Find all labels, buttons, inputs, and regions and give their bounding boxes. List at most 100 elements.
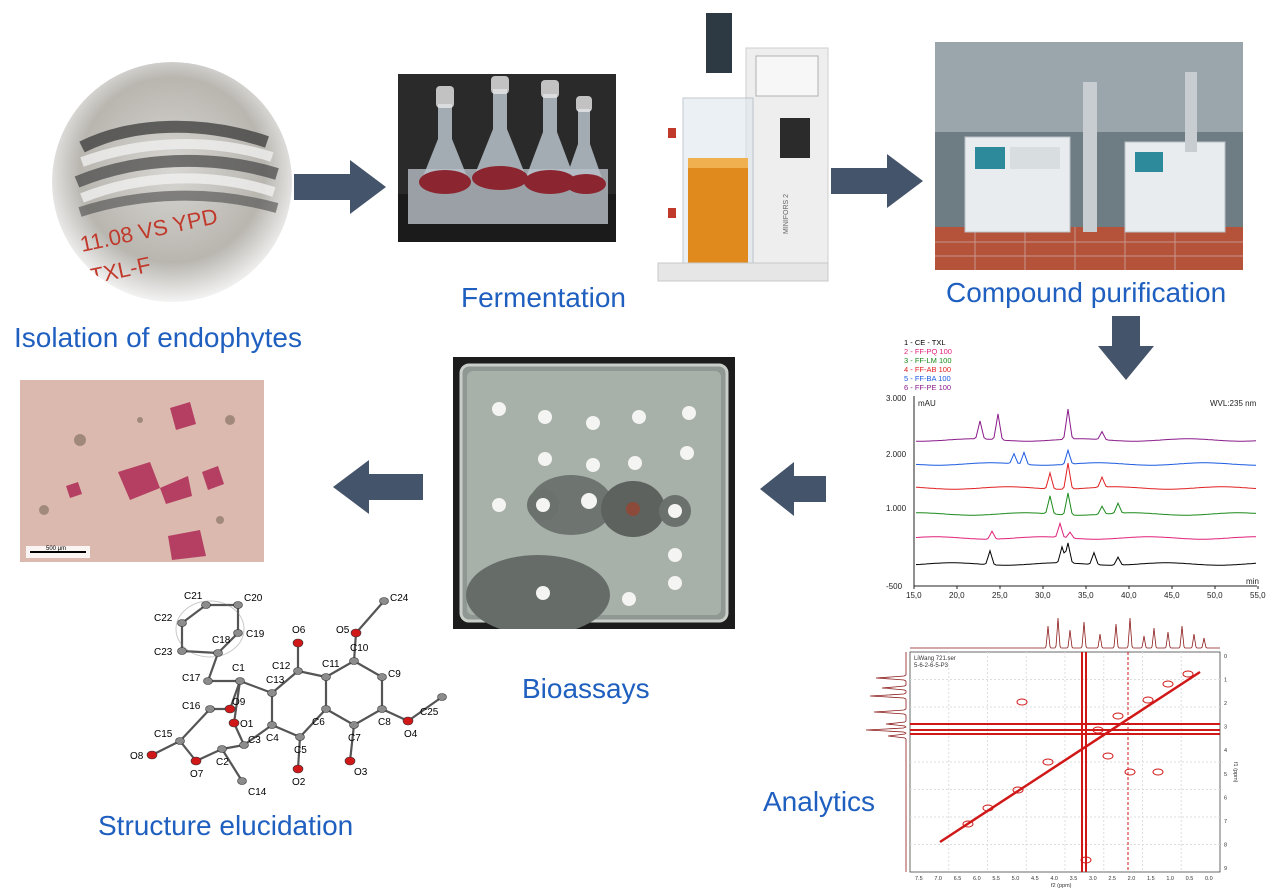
atom-label: C22 (154, 613, 173, 624)
hplc-x-tick: 25,0 (992, 591, 1008, 600)
atom-label: C2 (216, 757, 229, 768)
nmr-y-tick: 0 (1224, 654, 1227, 660)
bond (228, 680, 242, 710)
hplc-y-tick: -500 (886, 582, 903, 591)
atom-label: O8 (130, 751, 144, 762)
arrow-left-2 (760, 462, 826, 516)
atom-label: C23 (154, 647, 173, 658)
atom (217, 745, 227, 753)
nmr-x-tick: 5.0 (1012, 876, 1020, 882)
atom (213, 649, 223, 657)
hplc-y-tick: 3.000 (886, 394, 907, 403)
atom (402, 716, 414, 726)
nmr-crosspeak (1142, 696, 1154, 704)
atom (349, 721, 359, 729)
atom (344, 756, 356, 766)
nmr-crosspeak (1092, 726, 1104, 734)
atom-label: C14 (248, 787, 267, 798)
nmr-y-tick: 9 (1224, 866, 1227, 872)
atom (205, 705, 215, 713)
bond (221, 748, 243, 782)
bond (271, 670, 299, 694)
bond (181, 604, 207, 624)
hplc-x-tick: 20,0 (949, 591, 965, 600)
bond (325, 660, 355, 678)
hplc-legend-item: 3 - FF-LM 100 (904, 356, 952, 365)
fermentation-flasks-photo (398, 74, 616, 242)
bond (181, 649, 219, 655)
atom (190, 756, 202, 766)
nmr-crosspeak (1112, 712, 1124, 720)
hplc-y-unit: mAU (918, 399, 936, 408)
bond (232, 680, 242, 724)
hplc-trace (915, 542, 1257, 566)
bond (325, 708, 355, 726)
nmr-crosspeak (1080, 856, 1092, 864)
atom (321, 673, 331, 681)
bond (355, 600, 385, 634)
atom-label: C17 (182, 673, 201, 684)
crystal-micrograph-photo: 500 µm (20, 380, 264, 562)
nmr-x-tick: 6.0 (973, 876, 981, 882)
bond (243, 724, 273, 746)
nmr-x-tick: 3.5 (1070, 876, 1078, 882)
bond (239, 679, 273, 695)
atom (203, 677, 213, 685)
arrow-right-2 (831, 154, 923, 208)
nmr-y-tick: 7 (1224, 819, 1227, 825)
arrow-left-1 (333, 460, 423, 514)
atom-label: C13 (266, 675, 285, 686)
atom (224, 704, 236, 714)
nmr-x-tick: 4.0 (1050, 876, 1058, 882)
bond (353, 660, 383, 678)
nmr-x-axis: f2 (ppm) (1051, 883, 1072, 888)
bond (179, 708, 211, 742)
nmr-y-tick: 1 (1224, 678, 1227, 684)
nmr-y-tick: 5 (1224, 772, 1227, 778)
nmr-crosspeak (1124, 768, 1136, 776)
hplc-legend-item: 5 - FF-BA 100 (904, 374, 951, 383)
micrograph-scale: 500 µm (46, 546, 66, 552)
atom (293, 667, 303, 675)
hplc-wavelength: WVL:235 nm (1210, 399, 1257, 408)
atom (239, 741, 249, 749)
atom-label: C7 (348, 733, 361, 744)
nmr-x-tick: 3.0 (1089, 876, 1097, 882)
nmr-crosspeak (1162, 680, 1174, 688)
bond (407, 696, 443, 722)
atom (437, 693, 447, 701)
nmr-y-axis: f1 (ppm) (1232, 762, 1238, 783)
nmr-top-projection (910, 617, 1220, 649)
atom (233, 629, 243, 637)
hplc-y-tick: 1.000 (886, 504, 907, 513)
atom-label: O9 (232, 697, 246, 708)
hplc-legend-item: 6 - FF-PE 100 (904, 383, 951, 392)
nmr-y-tick: 4 (1224, 748, 1227, 754)
atom-label: O6 (292, 625, 306, 636)
hplc-y-tick: 2.000 (886, 450, 907, 459)
hplc-x-tick: 45,0 (1164, 591, 1180, 600)
atom-label: O5 (336, 625, 350, 636)
nmr-y-tick: 2 (1224, 701, 1227, 707)
atom (379, 597, 389, 605)
bioreactor-photo: MINIFORS 2 (638, 8, 832, 286)
nmr-y-tick: 3 (1224, 725, 1227, 731)
atom (175, 737, 185, 745)
fermentation-label: Fermentation (461, 282, 626, 313)
nmr-crosspeak (1016, 698, 1028, 706)
atom-label: C19 (246, 629, 265, 640)
atom-label: C16 (182, 701, 201, 712)
nmr-x-tick: 7.5 (915, 876, 923, 882)
bond (296, 736, 302, 770)
nmr-y-tick: 6 (1224, 795, 1227, 801)
bond (353, 708, 383, 726)
bioassays-label: Bioassays (522, 673, 650, 704)
atom (321, 705, 331, 713)
nmr-crosspeak (962, 820, 974, 828)
bond (348, 724, 356, 762)
atom-label: C8 (378, 717, 391, 728)
nmr-crosspeak (1102, 752, 1114, 760)
hplc-trace (916, 409, 1257, 442)
